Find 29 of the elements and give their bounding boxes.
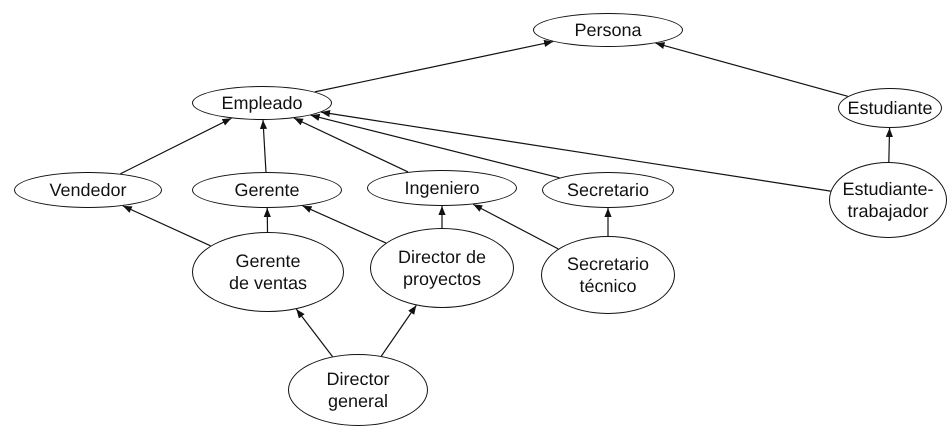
class-name: Vendedor <box>48 179 128 201</box>
arrow <box>264 208 271 232</box>
arrow <box>886 128 893 162</box>
class-name: Estudiante <box>846 97 934 119</box>
arrow <box>380 305 417 356</box>
arrow <box>320 110 831 192</box>
class-name: Secretario técnico <box>566 253 650 297</box>
class-ellipse <box>192 86 332 120</box>
arrow <box>438 206 446 228</box>
arrow <box>472 204 558 250</box>
class-name: Ingeniero <box>403 177 481 199</box>
arrow <box>314 40 554 92</box>
class-name: Director general <box>325 368 390 412</box>
arrow <box>604 208 612 236</box>
arrow <box>294 118 408 172</box>
arrow <box>310 114 560 178</box>
arrow <box>302 205 386 244</box>
class-name: Gerente <box>233 179 301 201</box>
arrow <box>122 205 211 246</box>
class-name: Gerente de ventas <box>228 250 308 294</box>
class-name: Estudiante- trabajador <box>841 178 935 222</box>
class-name: Director de proyectos <box>396 246 488 290</box>
arrow <box>260 120 268 172</box>
class-name: Persona <box>573 19 643 41</box>
arrow <box>655 42 848 97</box>
class-name: Secretario <box>566 179 650 201</box>
class-name: Empleado <box>220 92 304 114</box>
arrow <box>120 118 232 174</box>
arrow <box>296 308 333 357</box>
